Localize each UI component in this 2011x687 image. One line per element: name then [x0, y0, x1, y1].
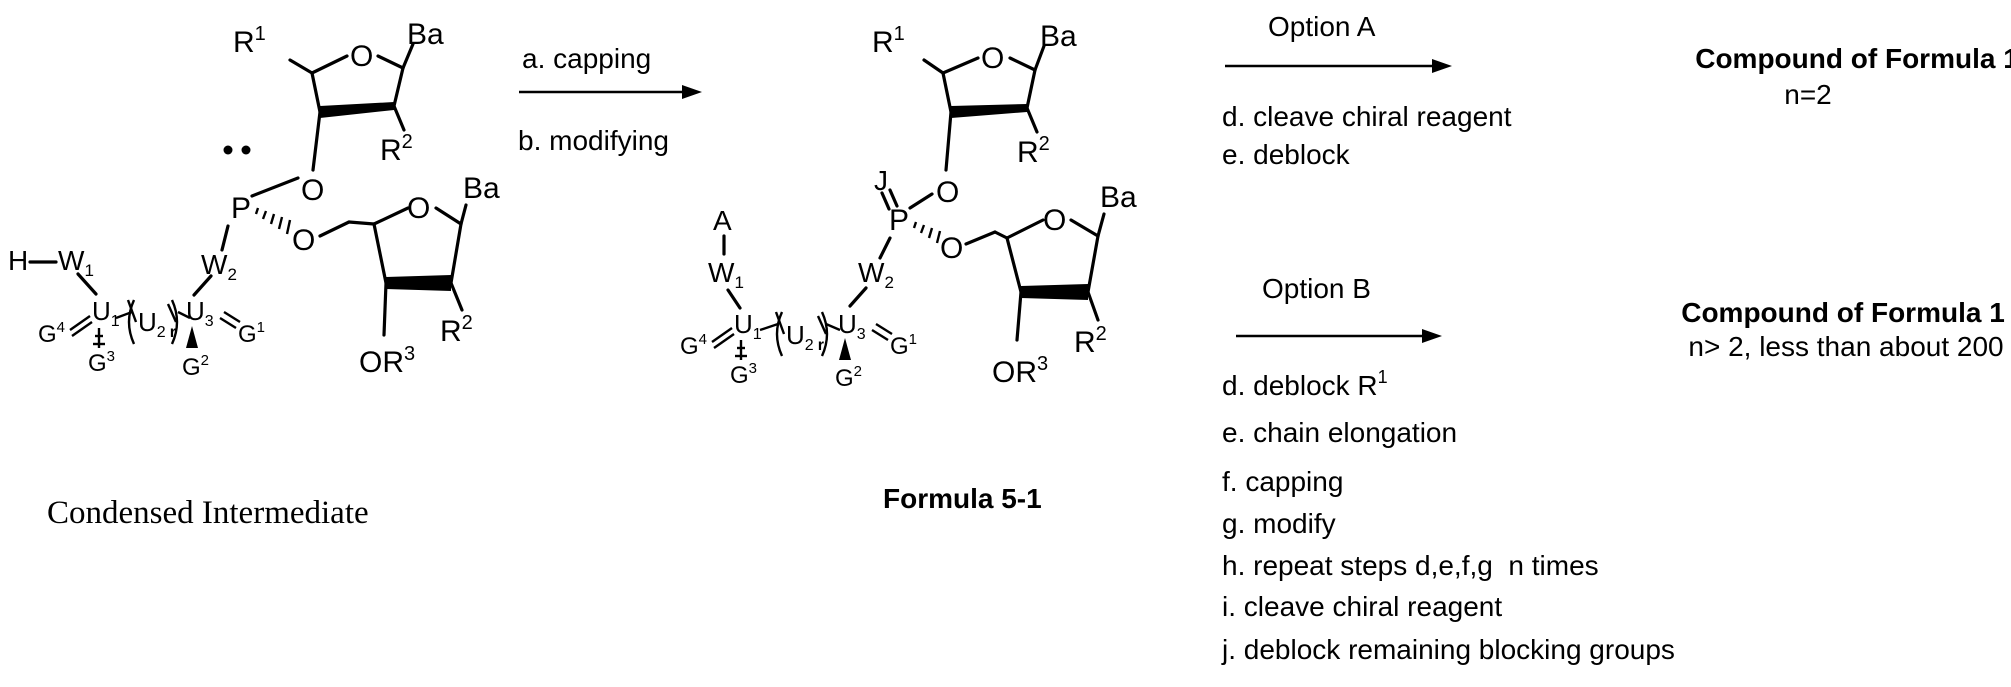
ba-label: Ba — [407, 18, 444, 51]
step-a-label: a. capping — [522, 43, 651, 74]
j-label: J — [874, 165, 888, 196]
option-b-step-e: e. chain elongation — [1222, 417, 1457, 448]
g4-label-2: G4 — [680, 331, 707, 360]
g1-label-2: G1 — [890, 331, 917, 360]
link-oxygen-label-2: O — [936, 176, 959, 209]
option-a-arrow — [1225, 59, 1452, 73]
ring-oxygen-label: O — [350, 40, 373, 73]
g3-label-2: G3 — [730, 360, 757, 389]
w1-label-2: W1 — [708, 257, 744, 292]
or3-label-2: OR3 — [992, 353, 1048, 389]
u1-label: U1 — [92, 296, 120, 330]
step-b-label: b. modifying — [518, 125, 669, 156]
r2-label: R2 — [380, 131, 413, 167]
u2-label: U2r — [138, 307, 176, 341]
u1-label-2: U1 — [734, 309, 762, 343]
formula-5-1-structure: R1 O Ba R2 O J P O O Ba R2 — [680, 20, 1137, 392]
hashed-bond-p-o-2 — [914, 222, 940, 243]
phosphorus-label: P — [231, 192, 251, 225]
w1-label: W1 — [58, 245, 94, 280]
u3-label-2: U3 — [838, 309, 866, 343]
g2-label: G2 — [182, 352, 209, 381]
lower-ba-label: Ba — [463, 172, 500, 205]
lower-ba-label-2: Ba — [1100, 181, 1137, 214]
w2-label-2: W2 — [858, 257, 894, 292]
g3-label: G3 — [88, 348, 115, 377]
chiral-auxiliary-2: A W1 W2 U1 U2r U3 G1 G2 G3 — [680, 205, 917, 392]
ester-oxygen-label: O — [292, 224, 315, 257]
option-a-step-e: e. deblock — [1222, 139, 1351, 170]
option-b-step-h: h. repeat steps d,e,f,g n times — [1222, 550, 1599, 581]
option-b-step-j: j. deblock remaining blocking groups — [1221, 634, 1675, 665]
h-label: H — [8, 245, 28, 276]
r1-label: R1 — [233, 23, 266, 59]
option-b-step-g: g. modify — [1222, 508, 1336, 539]
lone-pair-dot-1 — [224, 146, 233, 155]
lower-ring-oxygen-label: O — [407, 192, 430, 225]
w2-label: W2 — [201, 249, 237, 284]
option-b-arrow — [1236, 329, 1442, 343]
option-a-product-condition: n=2 — [1784, 79, 1832, 110]
a-label: A — [713, 205, 732, 236]
option-b-label: Option B — [1262, 273, 1371, 304]
ring-oxygen-label-2: O — [981, 42, 1004, 75]
lower-ring-oxygen-label-2: O — [1043, 204, 1066, 237]
option-b-step-f: f. capping — [1222, 466, 1343, 497]
lower-r2-label-2: R2 — [1074, 323, 1107, 359]
lower-r2-label: R2 — [440, 312, 473, 348]
phosphorus-label-2: P — [889, 204, 909, 237]
g2-label-2: G2 — [835, 363, 862, 392]
ester-oxygen-label-2: O — [940, 232, 963, 265]
condensed-intermediate-caption: Condensed Intermediate — [47, 495, 369, 531]
link-oxygen-label: O — [301, 174, 324, 207]
u2-label-2: U2r — [786, 320, 824, 354]
option-a-step-d: d. cleave chiral reagent — [1222, 101, 1512, 132]
ba-label-2: Ba — [1040, 20, 1077, 53]
u3-label: U3 — [186, 296, 214, 330]
lone-pair-dot-2 — [242, 146, 251, 155]
r2-label-2: R2 — [1017, 133, 1050, 169]
option-b-product-title: Compound of Formula 1 — [1681, 297, 2005, 328]
option-b-step-d: d. deblock R1 — [1222, 367, 1388, 401]
chiral-auxiliary: H W1 W2 U1 U2r U3 G1 G2 G3 — [8, 226, 265, 381]
r1-label-2: R1 — [872, 23, 905, 59]
option-a-label: Option A — [1268, 11, 1376, 42]
g1-label: G1 — [238, 319, 265, 348]
capping-modifying-arrow — [519, 85, 702, 99]
hashed-bond-p-o — [256, 208, 290, 234]
option-b-step-i: i. cleave chiral reagent — [1222, 591, 1502, 622]
condensed-intermediate-structure: R1 O Ba R2 O P O O — [8, 18, 500, 381]
formula-5-1-caption: Formula 5-1 — [883, 483, 1042, 514]
g4-label: G4 — [38, 319, 65, 348]
option-a-product-title: Compound of Formula 1 — [1695, 43, 2011, 74]
or3-label: OR3 — [359, 343, 415, 379]
option-b-product-condition: n> 2, less than about 200 — [1688, 331, 2003, 362]
